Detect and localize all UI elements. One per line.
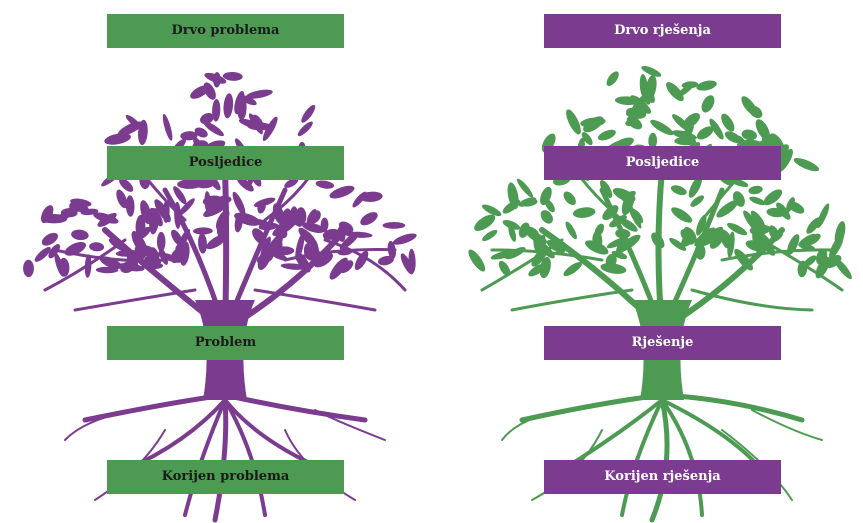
- leaf: [193, 227, 213, 235]
- problem-tree-graphic: [23, 71, 418, 520]
- problem-consequences-label: Posljedice: [107, 146, 344, 180]
- leaf: [89, 242, 105, 252]
- root: [225, 395, 365, 420]
- root: [225, 400, 265, 515]
- leaf: [748, 185, 764, 196]
- solution-roots-label: Korijen rješenja: [544, 460, 781, 494]
- leaf: [792, 155, 821, 173]
- solution-core-label: Rješenje: [544, 326, 781, 360]
- leaf: [695, 79, 717, 93]
- leaf: [71, 229, 90, 241]
- leaf: [699, 93, 717, 114]
- leaf: [563, 107, 584, 136]
- leaf: [161, 113, 174, 141]
- solution-tree-title: Drvo rješenja: [544, 14, 781, 48]
- leaf: [296, 120, 315, 138]
- leaf: [198, 233, 208, 254]
- branch: [512, 290, 632, 310]
- leaf: [126, 195, 135, 217]
- leaf: [481, 228, 499, 243]
- leaf: [383, 222, 406, 229]
- problem-tree-title: Drvo problema: [107, 14, 344, 48]
- leaf: [670, 183, 689, 197]
- leaf: [466, 247, 488, 274]
- problem-roots-label: Korijen problema: [107, 460, 344, 494]
- roots: [65, 395, 385, 520]
- problem-core-label: Problem: [107, 326, 344, 360]
- leaf: [223, 71, 243, 81]
- leaf: [604, 69, 621, 88]
- roots: [502, 395, 822, 520]
- leaf: [562, 260, 584, 279]
- leaf: [315, 179, 335, 190]
- leaf: [223, 93, 235, 119]
- branch: [75, 290, 195, 310]
- leaf: [596, 128, 617, 143]
- solution-tree-graphic: [466, 64, 855, 520]
- leaf: [23, 260, 34, 278]
- root: [662, 395, 802, 420]
- leaf: [572, 206, 596, 219]
- leaf: [391, 231, 417, 247]
- leaf: [299, 103, 317, 125]
- leaf: [563, 220, 579, 241]
- root: [315, 410, 385, 440]
- leaf: [358, 209, 380, 228]
- solution-consequences-label: Posljedice: [544, 146, 781, 180]
- leaf: [669, 204, 694, 225]
- leaf: [561, 189, 578, 207]
